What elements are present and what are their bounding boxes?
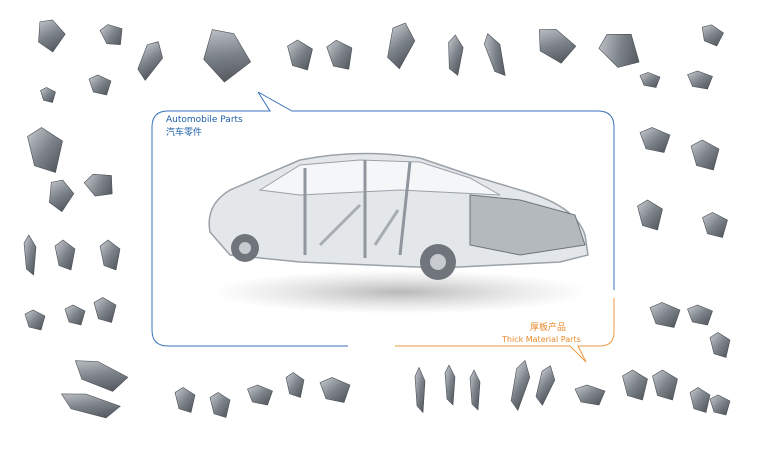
stamped-part-image bbox=[709, 332, 731, 358]
stamped-part-image bbox=[469, 369, 481, 411]
automobile-callout-frame bbox=[151, 91, 615, 347]
stamped-part-image bbox=[535, 365, 556, 406]
stamped-part-image bbox=[689, 387, 711, 413]
stamped-part-image bbox=[574, 384, 606, 406]
stamped-part-image bbox=[598, 34, 640, 68]
stamped-part-image bbox=[538, 29, 577, 64]
stamped-part-image bbox=[24, 309, 46, 331]
stamped-part-image bbox=[285, 372, 305, 398]
stamped-part-image bbox=[99, 239, 121, 271]
stamped-part-image bbox=[209, 392, 231, 418]
stamped-part-image bbox=[38, 19, 66, 53]
stamped-part-image bbox=[54, 239, 76, 271]
parts-group bbox=[23, 19, 731, 419]
stamped-part-image bbox=[93, 297, 117, 323]
stamped-part-image bbox=[649, 302, 681, 328]
stamped-part-image bbox=[287, 39, 313, 71]
car-body-in-white-image bbox=[208, 152, 590, 314]
stamped-part-image bbox=[652, 369, 678, 401]
stamped-part-image bbox=[99, 24, 123, 46]
stamped-part-image bbox=[60, 393, 121, 419]
stamped-part-image bbox=[88, 74, 112, 96]
automobile-parts-label-zh: 汽车零件 bbox=[166, 128, 203, 138]
stamped-part-image bbox=[387, 22, 416, 70]
stamped-part-image bbox=[414, 366, 426, 414]
stamped-part-image bbox=[444, 364, 456, 406]
stamped-part-image bbox=[448, 34, 464, 76]
stamped-part-image bbox=[701, 24, 724, 47]
stamped-part-image bbox=[319, 377, 351, 403]
stamped-part-image bbox=[203, 29, 252, 83]
stamped-part-image bbox=[483, 33, 506, 77]
stamped-part-image bbox=[687, 304, 713, 326]
thick-material-label: Thick Material Parts bbox=[502, 335, 581, 344]
stamped-part-image bbox=[49, 179, 75, 213]
stamped-part-image bbox=[23, 234, 37, 276]
stamped-part-image bbox=[326, 39, 353, 70]
stamped-part-image bbox=[510, 359, 531, 411]
stamped-part-image bbox=[64, 304, 86, 326]
thick-callout-frame bbox=[395, 298, 615, 363]
stamped-part-image bbox=[247, 384, 273, 406]
thick-material-label-zh: 厚板产品 bbox=[530, 323, 567, 333]
stamped-part-image bbox=[687, 70, 713, 90]
stamped-part-image bbox=[27, 127, 63, 173]
stamped-part-image bbox=[709, 394, 731, 416]
stamped-part-image bbox=[40, 87, 56, 103]
stamped-part-image bbox=[639, 127, 671, 153]
stamped-part-image bbox=[74, 360, 129, 392]
stamped-part-image bbox=[702, 212, 728, 238]
stamped-part-image bbox=[137, 41, 163, 81]
stamped-part-image bbox=[83, 173, 113, 197]
stamped-part-image bbox=[639, 72, 661, 88]
stamped-part-image bbox=[622, 369, 648, 401]
stamped-part-image bbox=[690, 139, 720, 171]
automobile-parts-label: Automobile Parts bbox=[166, 115, 243, 125]
stamped-part-image bbox=[637, 199, 663, 231]
stamped-part-image bbox=[174, 387, 196, 413]
